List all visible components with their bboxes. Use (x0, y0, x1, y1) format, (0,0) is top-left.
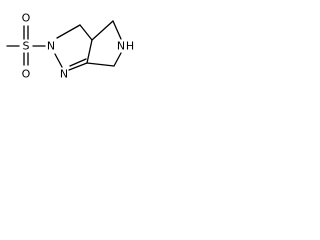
bond-c4-n5 (112, 20, 122, 40)
molecule-structure: S O O N N N H (6, 12, 134, 81)
atom-nitrogen-1-label: N (60, 68, 68, 81)
bond-n2-c3 (56, 24, 81, 39)
atom-oxygen-top-label: O (22, 12, 31, 25)
atom-amine-hydrogen-label: H (126, 40, 134, 53)
bond-c3a-c4 (91, 20, 114, 41)
bond-n1-c7a (68, 62, 88, 71)
atom-amine-nitrogen-label: N (117, 40, 125, 53)
bond-n2-n1 (54, 53, 63, 68)
atom-oxygen-bottom-label: O (22, 68, 31, 81)
bond-n1-c7a-inner (69, 58, 87, 67)
atom-nitrogen-2-label: N (47, 40, 55, 53)
bond-c3a-c7a (86, 39, 93, 64)
atom-sulfur-label: S (23, 40, 30, 53)
bond-n5-c6 (113, 52, 122, 67)
bond-c3-c3a (79, 24, 93, 41)
bond-c6-c7a (86, 62, 115, 67)
